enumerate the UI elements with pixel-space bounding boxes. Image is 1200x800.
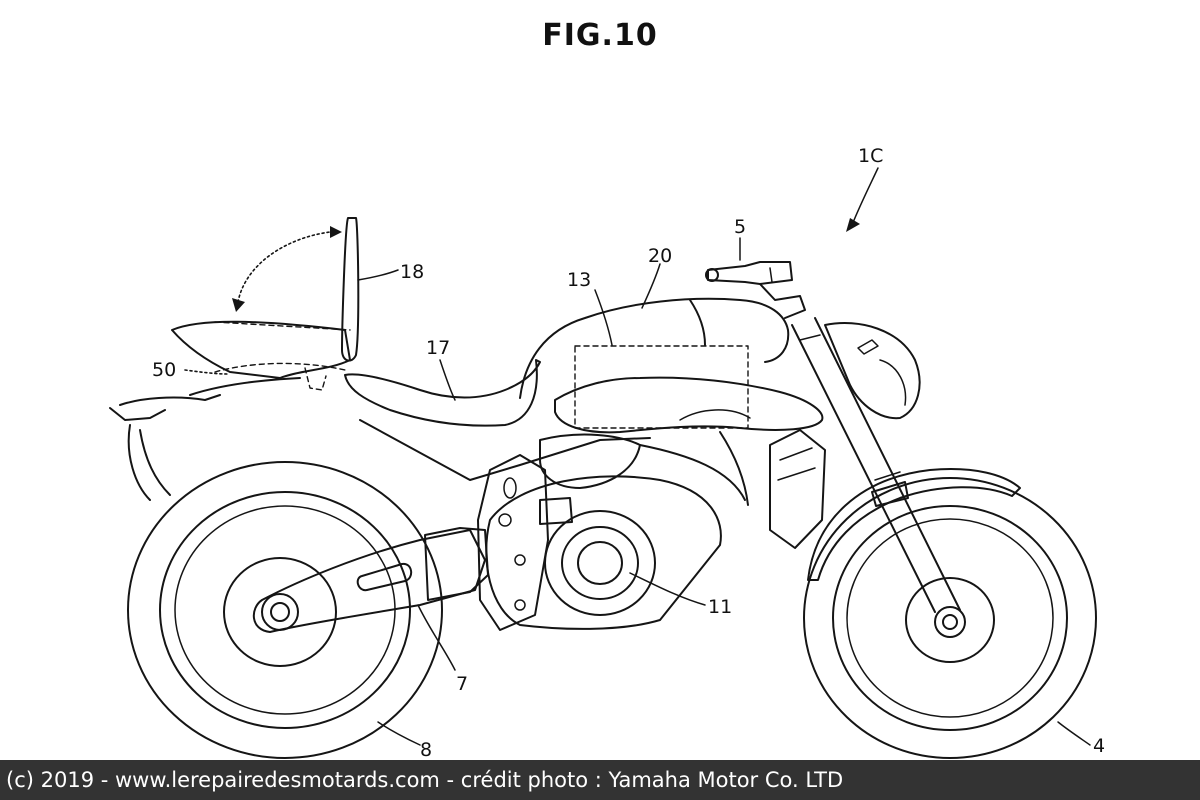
motor [486,476,721,629]
swingarm-pivot-bracket [478,455,572,630]
label-5: 5 [734,216,746,238]
label-11: 11 [708,596,732,618]
seat [345,360,540,426]
label-17: 17 [426,337,450,359]
label-8: 8 [420,739,432,761]
front-fork [792,318,960,612]
headlight [825,323,920,418]
radiator [770,430,825,548]
label-20: 20 [648,245,672,267]
backrest [342,218,358,361]
internal-component-outline [575,346,748,428]
label-1c: 1C [858,145,883,167]
label-50: 50 [152,359,176,381]
label-7: 7 [456,673,468,695]
leader-lines [185,168,1090,745]
reference-labels: 1C 5 20 13 18 17 50 11 7 8 4 [152,145,1105,761]
frame [360,420,748,505]
label-18: 18 [400,261,424,283]
fuel-tank [520,299,822,433]
pivot-arrow [232,226,342,312]
handlebar [706,262,805,318]
label-4: 4 [1093,735,1105,757]
photo-credit-bar: (c) 2019 - www.lerepairedesmotards.com -… [0,760,1200,800]
tail-section [110,322,350,500]
label-13: 13 [567,269,591,291]
front-wheel [804,478,1096,758]
